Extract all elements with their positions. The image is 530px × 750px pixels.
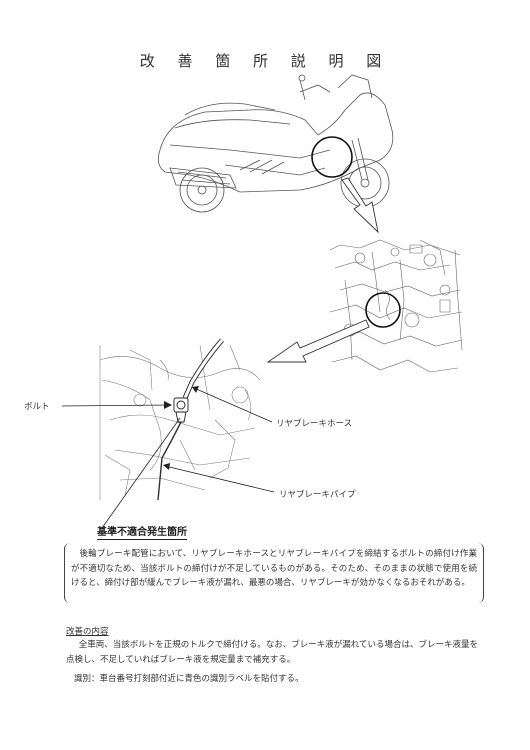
detail-illustration-2 (100, 345, 260, 500)
defect-heading: 基準不適合発生箇所 (97, 523, 187, 540)
leader-lines (62, 388, 274, 528)
detail-highlight-circle (366, 293, 400, 327)
label-rear-brake-hose: リヤブレーキホース (276, 419, 353, 429)
remedy-text: 全車両、当該ボルトを正規のトルクで締付ける。なお、ブレーキ液が漏れている場合は、… (66, 640, 478, 665)
bolt-fitting (174, 398, 188, 422)
identification-text: 識別：車台番号打刻部付近に青色の識別ラベルを貼付する。 (74, 674, 304, 684)
detail-illustration-1 (330, 240, 462, 372)
scooter-illustration (158, 75, 392, 212)
leader-arrowheads (163, 386, 199, 470)
defect-description-box: 後輪ブレーキ配管において、リヤブレーキホースとリヤブレーキパイプを締結するボルト… (64, 543, 484, 603)
brake-pipe (158, 422, 181, 500)
defect-description: 後輪ブレーキ配管において、リヤブレーキホースとリヤブレーキパイプを締結するボルト… (71, 549, 477, 588)
arrow-1 (342, 178, 378, 232)
remedy-heading: 改善の内容 (66, 627, 109, 637)
arrow-2 (268, 320, 369, 362)
page-title: 改 善 箇 所 説 明 図 (139, 52, 391, 70)
brake-hose (185, 340, 222, 398)
scooter-highlight-circle (312, 137, 352, 177)
label-rear-brake-pipe: リヤブレーキパイプ (279, 490, 356, 500)
label-bolt: ボルト (24, 402, 50, 412)
